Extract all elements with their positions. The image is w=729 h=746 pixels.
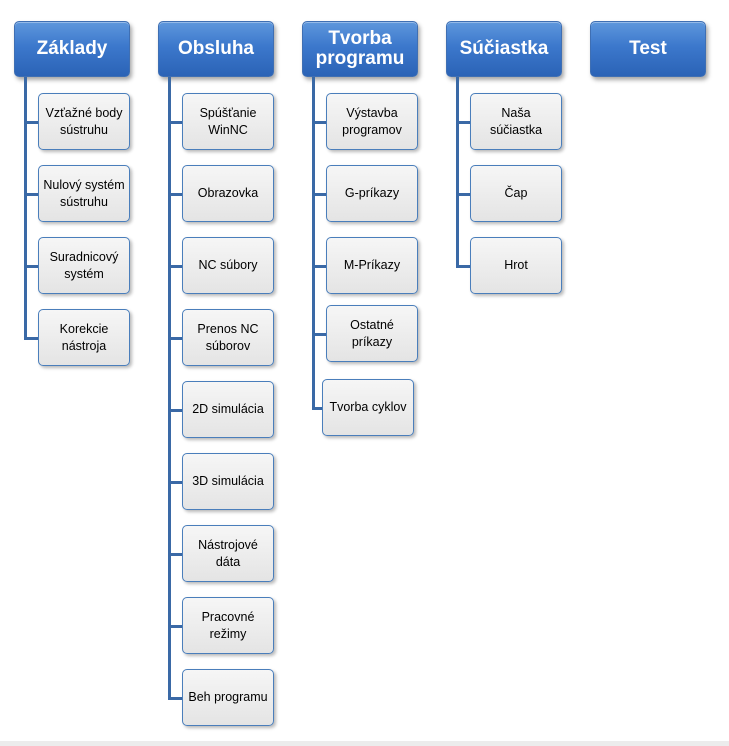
menu-header-test[interactable]: Test (590, 21, 706, 77)
menu-item-nc-subory[interactable]: NC súbory (182, 237, 274, 294)
menu-header-obsluha[interactable]: Obsluha (158, 21, 274, 77)
connector-obsluha-8 (168, 625, 182, 628)
menu-item-nastrojove-data[interactable]: Nástrojové dáta (182, 525, 274, 582)
menu-item-ostatne-prikazy[interactable]: Ostatné príkazy (326, 305, 418, 362)
connector-zaklady-1 (24, 121, 38, 124)
connector-zaklady-3 (24, 265, 38, 268)
menu-item-3d-simulacia[interactable]: 3D simulácia (182, 453, 274, 510)
connector-obsluha-5 (168, 409, 182, 412)
connector-suciastka-1 (456, 121, 470, 124)
connector-obsluha-7 (168, 553, 182, 556)
menu-header-tvorba-programu[interactable]: Tvorba programu (302, 21, 418, 77)
connector-zaklady-4 (24, 337, 38, 340)
connector-zaklady-trunk (24, 77, 27, 339)
connector-tvorba-trunk (312, 77, 315, 409)
menu-item-tvorba-cyklov[interactable]: Tvorba cyklov (322, 379, 414, 436)
bottom-strip (0, 741, 729, 746)
connector-obsluha-3 (168, 265, 182, 268)
menu-item-obrazovka[interactable]: Obrazovka (182, 165, 274, 222)
menu-header-suciastka[interactable]: Súčiastka (446, 21, 562, 77)
menu-item-m-prikazy[interactable]: M-Príkazy (326, 237, 418, 294)
menu-item-hrot[interactable]: Hrot (470, 237, 562, 294)
connector-tvorba-4 (312, 333, 326, 336)
menu-item-beh-programu[interactable]: Beh programu (182, 669, 274, 726)
menu-item-nulovy-system-sustruhu[interactable]: Nulový systém sústruhu (38, 165, 130, 222)
connector-tvorba-5 (312, 407, 322, 410)
connector-tvorba-2 (312, 193, 326, 196)
connector-tvorba-1 (312, 121, 326, 124)
menu-item-nasa-suciastka[interactable]: Naša súčiastka (470, 93, 562, 150)
connector-obsluha-1 (168, 121, 182, 124)
menu-item-suradnicovy-system[interactable]: Suradnicový systém (38, 237, 130, 294)
menu-item-prenos-nc-suborov[interactable]: Prenos NC súborov (182, 309, 274, 366)
connector-obsluha-4 (168, 337, 182, 340)
menu-header-zaklady[interactable]: Základy (14, 21, 130, 77)
menu-item-2d-simulacia[interactable]: 2D simulácia (182, 381, 274, 438)
menu-item-cap[interactable]: Čap (470, 165, 562, 222)
menu-item-pracovne-rezimy[interactable]: Pracovné režimy (182, 597, 274, 654)
connector-suciastka-2 (456, 193, 470, 196)
connector-obsluha-6 (168, 481, 182, 484)
connector-suciastka-trunk (456, 77, 459, 267)
connector-tvorba-3 (312, 265, 326, 268)
connector-obsluha-trunk (168, 77, 171, 699)
menu-item-vztazne-body-sustruhu[interactable]: Vzťažné body sústruhu (38, 93, 130, 150)
menu-item-vystavba-programov[interactable]: Výstavba programov (326, 93, 418, 150)
connector-zaklady-2 (24, 193, 38, 196)
connector-obsluha-2 (168, 193, 182, 196)
menu-item-spustanie-winnc[interactable]: Spúšťanie WinNC (182, 93, 274, 150)
connector-suciastka-3 (456, 265, 470, 268)
menu-item-korekcie-nastroja[interactable]: Korekcie nástroja (38, 309, 130, 366)
connector-obsluha-9 (168, 697, 182, 700)
menu-item-g-prikazy[interactable]: G-príkazy (326, 165, 418, 222)
